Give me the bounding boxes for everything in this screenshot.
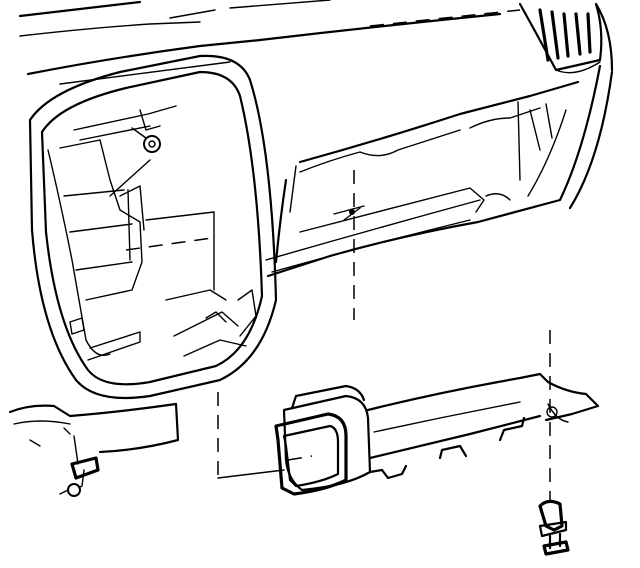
wiring-connector [59,435,100,497]
dashboard-top-edge [18,0,521,85]
cluster-opening [28,54,278,400]
mounting-hole-marker [333,205,365,221]
lower-duct [274,372,600,496]
air-vent [518,2,614,74]
dashboard-right-panel [265,64,614,278]
lower-left-panel [8,402,180,454]
alignment-lines [125,170,551,500]
push-pin-fastener [538,499,570,556]
glove-box-compartment [47,105,257,361]
